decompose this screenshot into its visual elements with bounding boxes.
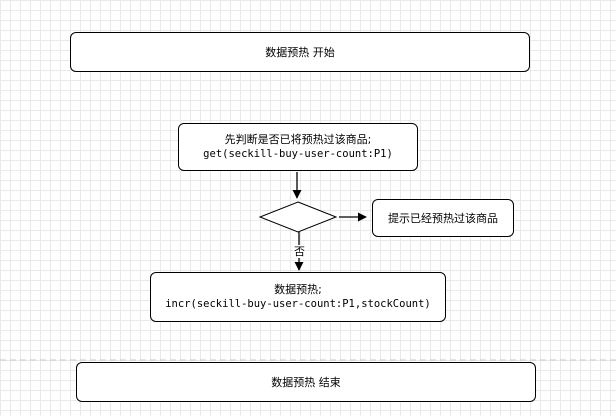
end-node: 数据预热 结束 [76,362,536,402]
check-node-line1: 先判断是否已将预热过该商品; [224,133,372,146]
warmup-node: 数据预热; incr(seckill-buy-user-count:P1,sto… [150,272,446,322]
decision-no-label: 否 [293,245,306,258]
notice-node-text: 提示已经预热过该商品 [388,211,498,225]
end-node-text: 数据预热 结束 [271,375,341,389]
warmup-node-line2: incr(seckill-buy-user-count:P1,stockCoun… [165,298,431,310]
start-node: 数据预热 开始 [70,32,530,72]
check-node: 先判断是否已将预热过该商品; get(seckill-buy-user-coun… [178,123,418,171]
decision-diamond [258,201,338,233]
notice-node: 提示已经预热过该商品 [372,199,514,237]
check-node-line2: get(seckill-buy-user-count:P1) [203,148,393,160]
warmup-node-line1: 数据预热; [274,283,322,296]
start-node-text: 数据预热 开始 [265,45,335,59]
